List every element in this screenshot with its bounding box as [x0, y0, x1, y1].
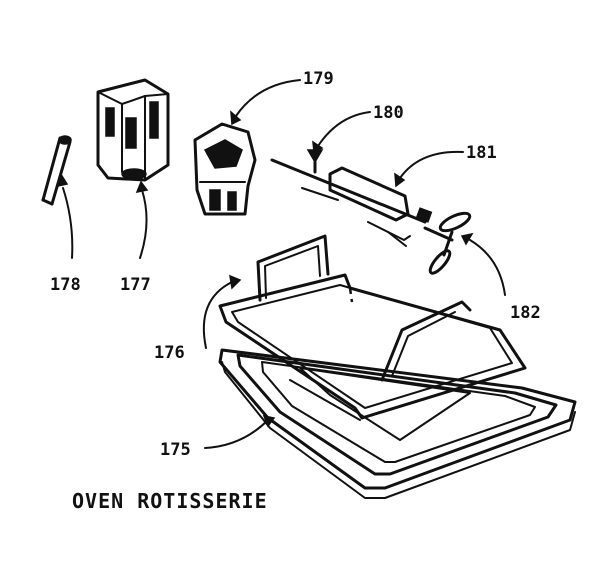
part-179-motor — [193, 122, 257, 216]
part-180-screw — [306, 149, 324, 174]
leader-180 — [317, 111, 371, 147]
part-176-rack — [218, 234, 527, 421]
leader-182 — [469, 239, 506, 296]
part-178-rod — [41, 135, 72, 206]
part-175-broiler-pan — [218, 348, 577, 499]
label-178: 178 — [50, 275, 81, 295]
leader-178 — [62, 187, 74, 259]
label-176: 176 — [154, 343, 185, 363]
part-181-spit — [270, 158, 433, 247]
label-179: 179 — [303, 69, 334, 89]
leader-175 — [204, 419, 269, 449]
leader-arrows — [56, 79, 506, 449]
part-182-crank — [423, 211, 472, 275]
leader-179 — [235, 79, 301, 117]
leader-177 — [139, 189, 148, 259]
label-175: 175 — [160, 440, 191, 460]
leader-181 — [399, 150, 464, 179]
label-177: 177 — [120, 275, 151, 295]
label-181: 181 — [466, 143, 497, 163]
label-180: 180 — [373, 103, 404, 123]
diagram-caption: OVEN ROTISSERIE — [72, 489, 268, 513]
part-177-motor-housing — [96, 78, 170, 182]
label-182: 182 — [510, 303, 541, 323]
leader-176 — [202, 281, 233, 349]
